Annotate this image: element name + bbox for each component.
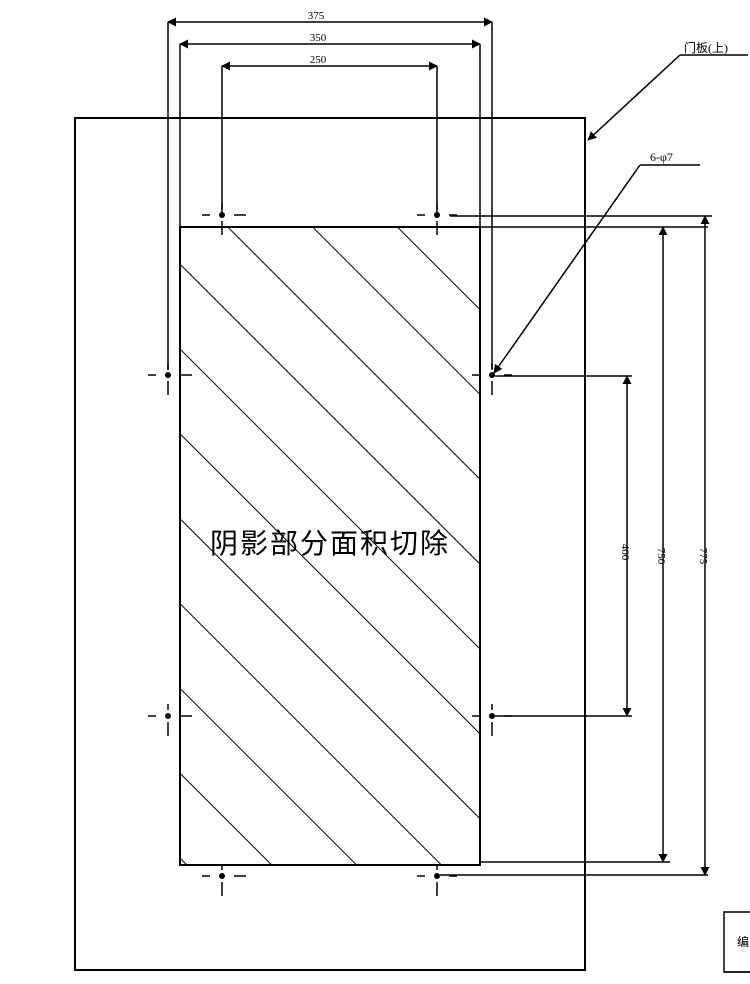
- door-panel-callout: 门板(上): [684, 40, 728, 55]
- holes-callout: 6-φ7: [650, 150, 673, 164]
- dim-750-label: 750: [655, 548, 667, 565]
- hole-mark: [202, 864, 246, 896]
- hole-mark: [148, 704, 192, 736]
- dim-375-label: 375: [308, 10, 325, 22]
- right-dimension-lines: [450, 215, 712, 876]
- hatched-region-note: 阴影部分面积切除: [210, 527, 450, 560]
- dim-250-label: 250: [310, 54, 327, 66]
- hole-marks: [148, 203, 512, 896]
- holes-leader: [493, 164, 641, 374]
- dim-400-label: 400: [619, 544, 631, 561]
- hole-mark: [202, 203, 246, 235]
- door-panel-leader: [587, 54, 681, 141]
- top-dimension-lines: [167, 17, 493, 370]
- dim-350-label: 350: [310, 32, 327, 44]
- title-block-char: 编: [737, 934, 749, 949]
- dim-775-label: 775: [697, 548, 709, 565]
- title-block-fragment: 编: [723, 911, 750, 973]
- hole-mark: [148, 363, 192, 395]
- hole-mark: [417, 864, 457, 896]
- door-panel-outline: [74, 117, 586, 971]
- hole-mark: [472, 704, 512, 736]
- hole-mark: [417, 203, 457, 235]
